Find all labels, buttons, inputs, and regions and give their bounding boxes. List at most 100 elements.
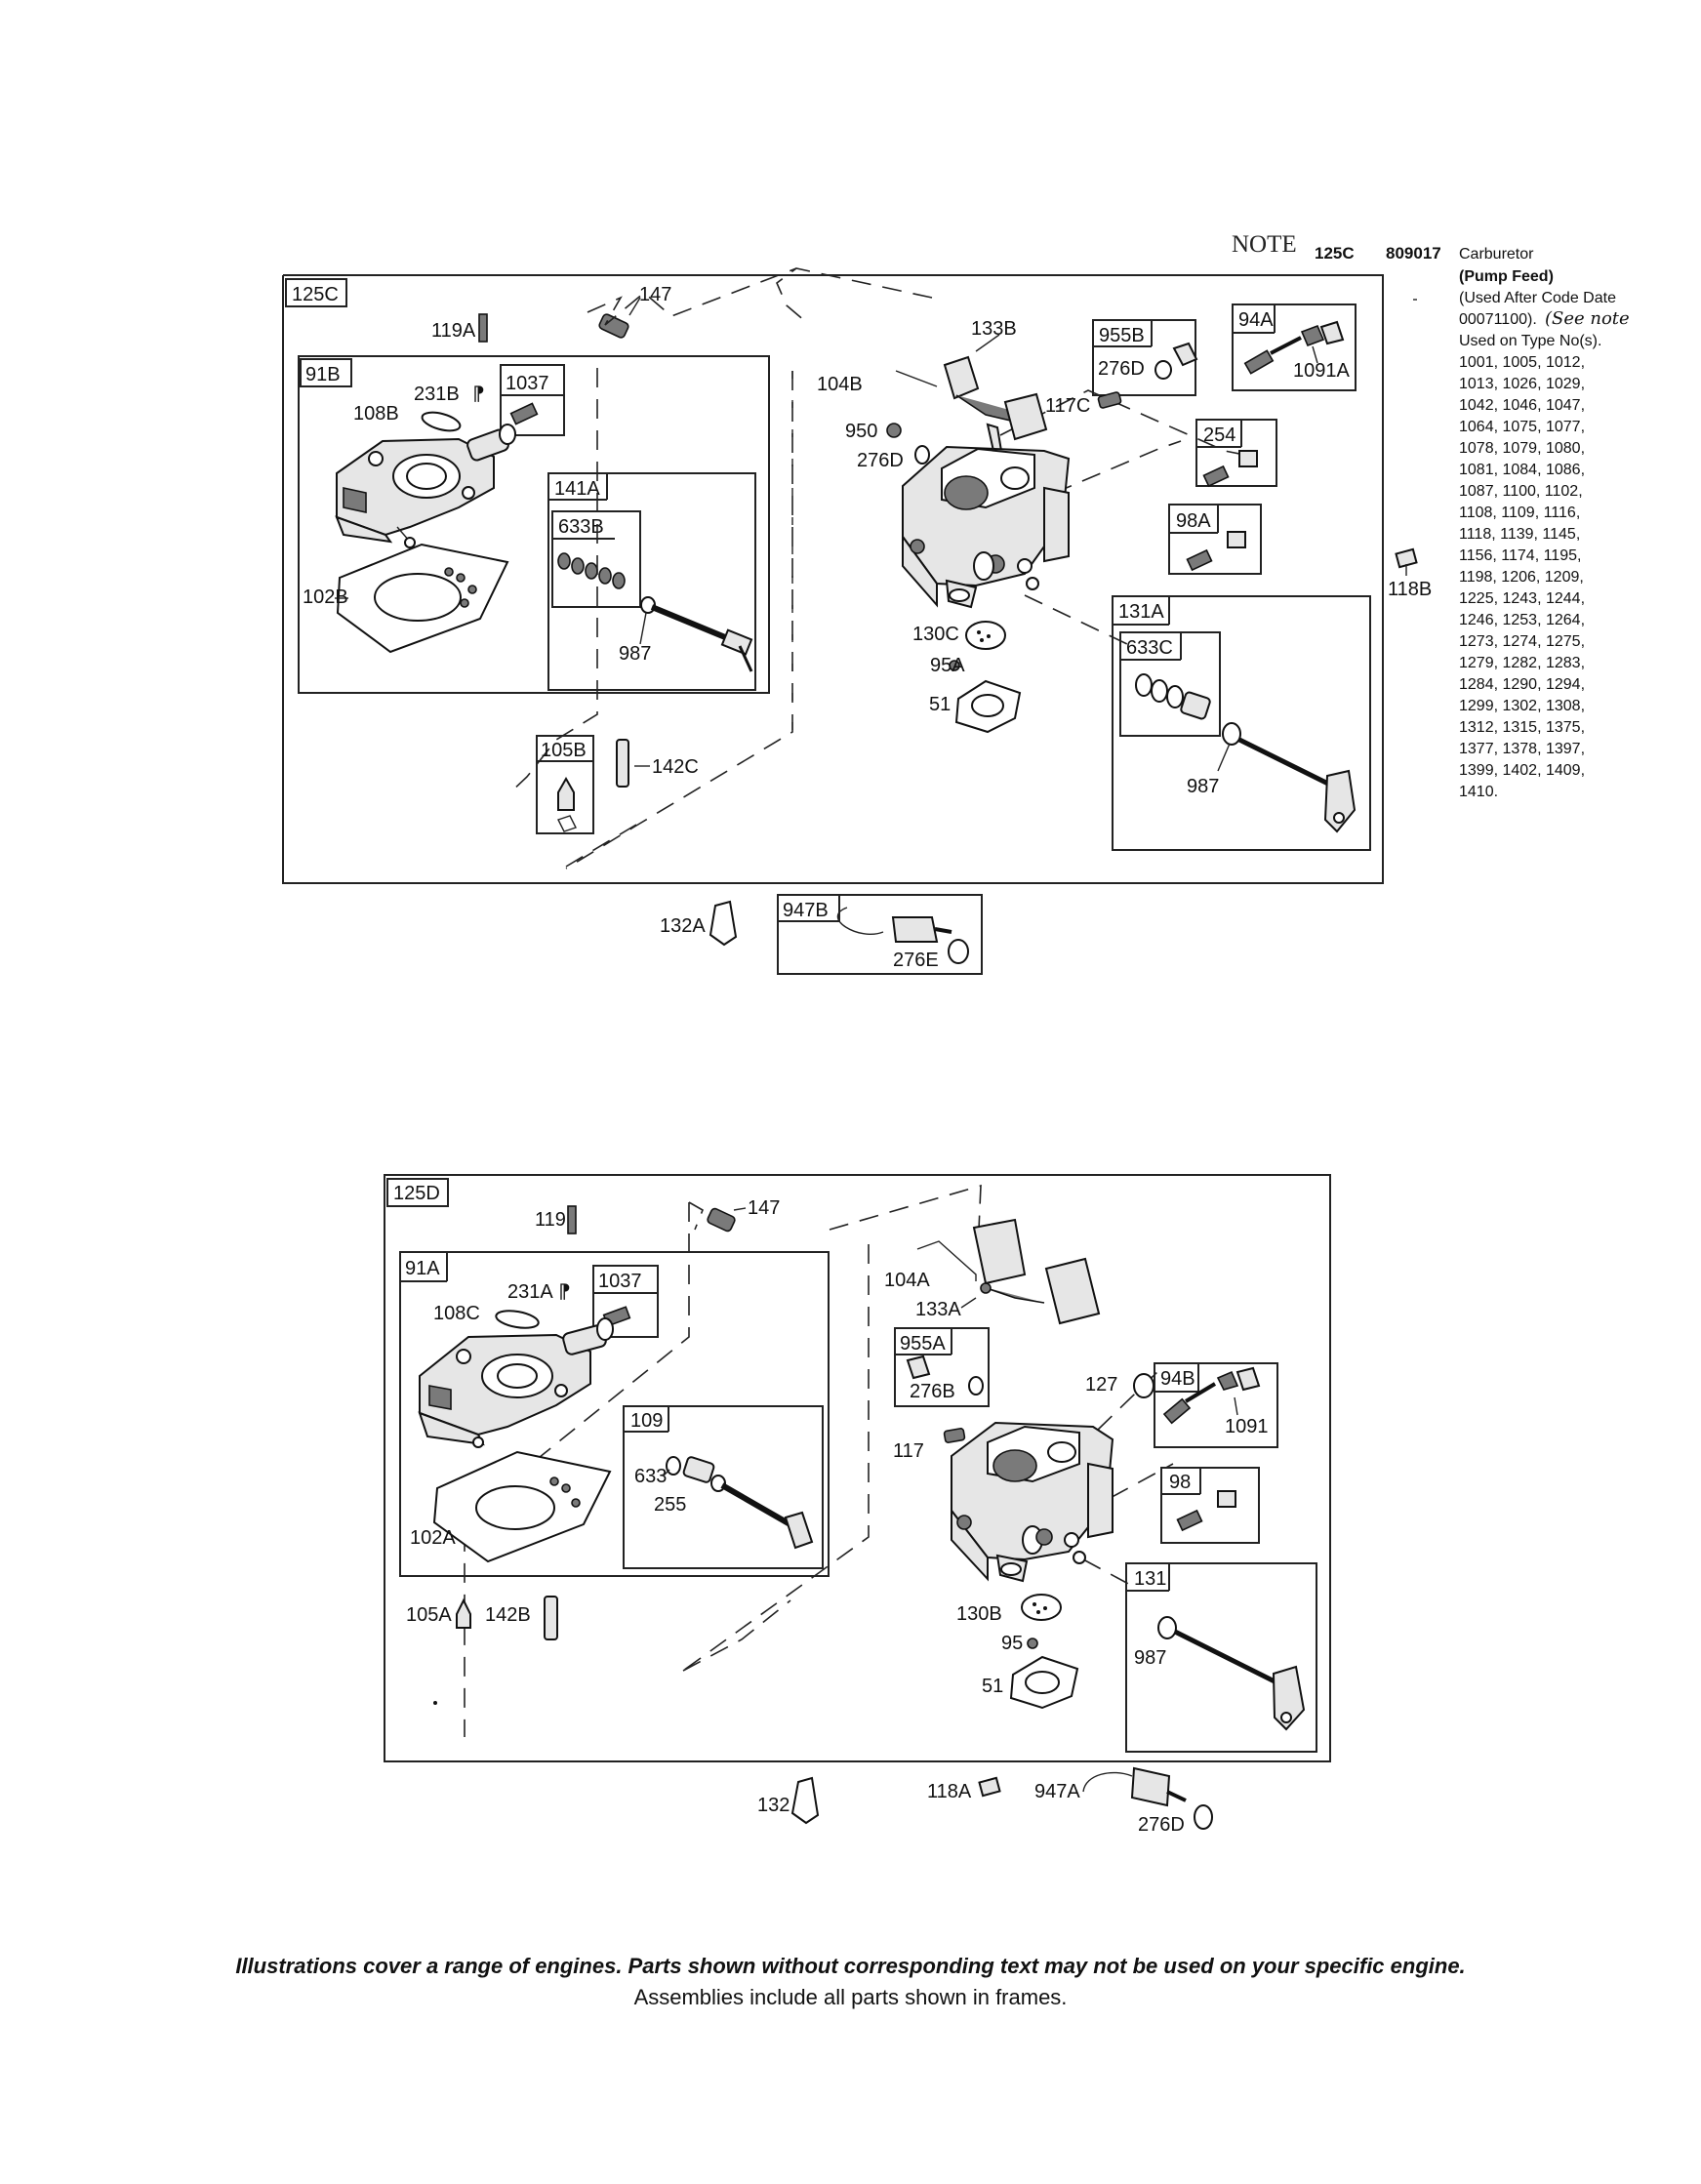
throttle-shaft-icon	[1222, 722, 1357, 833]
frame-label: 633B	[558, 516, 604, 538]
callout-118b: 118B	[1388, 579, 1432, 600]
type-number-line: 1273, 1274, 1275,	[1459, 633, 1585, 650]
callout-127: 127	[1085, 1374, 1117, 1395]
callout-104b: 104B	[817, 374, 863, 395]
bottom-carburetor-diagram: 125D 119 147 91A 1037 231A ⁋ 108C	[384, 1174, 1331, 1836]
frame-94a	[1232, 303, 1357, 391]
callout-95: 95	[1001, 1633, 1023, 1654]
washer-icon	[1194, 1804, 1213, 1830]
clip-icon	[790, 1776, 820, 1825]
screw-icon	[943, 1428, 966, 1443]
frame-94b	[1154, 1362, 1278, 1448]
frame-label: 131	[1134, 1568, 1166, 1590]
type-number-line: 1013, 1026, 1029,	[1459, 376, 1585, 392]
dashed-leader	[829, 1184, 982, 1231]
choke-lever-icon	[972, 1218, 1101, 1325]
type-number-line: 1118, 1139, 1145,	[1459, 526, 1580, 543]
frame-633c	[1119, 631, 1221, 737]
plug-icon	[598, 313, 629, 339]
spring-icon	[1186, 548, 1213, 572]
screw-icon	[1395, 547, 1418, 569]
callout-950: 950	[845, 421, 877, 442]
callout-102a: 102A	[410, 1527, 456, 1549]
spring-icon	[1027, 1638, 1038, 1649]
needle-valve-icon	[456, 1598, 471, 1629]
type-number-line: 1299, 1302, 1308,	[1459, 698, 1585, 714]
callout-105a: 105A	[406, 1604, 452, 1626]
note-line: (Pump Feed)	[1459, 268, 1554, 285]
type-number-line: 1279, 1282, 1283,	[1459, 655, 1585, 671]
callout-276b: 276B	[910, 1381, 955, 1402]
note-label: NOTE	[1232, 231, 1297, 258]
o-ring-icon	[666, 1456, 681, 1476]
note-part-number: 809017	[1386, 244, 1441, 263]
diaphragm-icon	[1021, 1594, 1062, 1621]
frame-label: 125C	[292, 284, 339, 305]
note-code-line: 00071100).	[1459, 311, 1537, 328]
note-line: Used on Type No(s).	[1459, 333, 1601, 349]
throttle-shaft-icon	[1157, 1616, 1306, 1731]
callout-276e: 276E	[893, 950, 939, 971]
screw-icon	[1217, 1490, 1236, 1508]
frame-141a	[547, 472, 756, 691]
callout-142b: 142B	[485, 1604, 531, 1626]
callout-231b: 231B	[414, 384, 460, 405]
callout-987: 987	[619, 643, 651, 665]
callout-118a: 118A	[927, 1781, 972, 1802]
note-block: NOTE 125C 809017 Carburetor (Pump Feed) …	[1232, 231, 1630, 800]
carburetor-upper-body-icon	[418, 1317, 614, 1448]
frame-1037	[500, 364, 565, 436]
dashed-leader	[1024, 440, 1182, 506]
dashed-leader	[1024, 594, 1128, 645]
parts-diagram: NOTE 125C 809017 Carburetor (Pump Feed) …	[282, 231, 1630, 1836]
dashed-leader	[587, 267, 797, 326]
dashed-leader	[565, 371, 793, 870]
type-number-line: 1410.	[1459, 784, 1498, 800]
gasket-102a-icon	[432, 1450, 612, 1563]
gasket-102b-icon	[336, 543, 509, 654]
fuel-solenoid-icon	[1082, 1766, 1187, 1807]
frame-label: 1037	[506, 373, 549, 394]
type-number-line: 1064, 1075, 1077,	[1459, 419, 1585, 435]
frame-955a	[894, 1327, 990, 1407]
callout-108b: 108B	[353, 403, 399, 425]
callout-231a: 231A	[507, 1281, 553, 1303]
spring-icon	[949, 660, 960, 671]
needle-shaft-icon	[640, 596, 753, 672]
screw-icon	[567, 1205, 577, 1234]
diaphragm-icon	[965, 621, 1006, 650]
carburetor-main-body-icon	[902, 445, 1071, 609]
frame-label: 131A	[1118, 601, 1164, 623]
callout-255: 255	[654, 1494, 686, 1516]
screw-icon	[478, 313, 488, 343]
seat-icon	[544, 1596, 558, 1640]
callout-133b: 133B	[971, 318, 1017, 340]
footer-disclaimer: Illustrations cover a range of engines. …	[235, 1954, 1466, 1978]
callout-119: 119	[535, 1209, 566, 1231]
carburetor-upper-body-icon	[335, 424, 516, 548]
nut-icon	[886, 423, 902, 438]
frame-91b	[298, 355, 770, 694]
frame-label: 109	[630, 1410, 663, 1432]
frame-131a	[1112, 595, 1371, 851]
type-number-line: 1108, 1109, 1116,	[1459, 505, 1580, 521]
top-carburetor-diagram: 125C 91B 1037 141A 633B	[282, 267, 1432, 975]
type-number-line: 1284, 1290, 1294,	[1459, 676, 1585, 693]
frame-109	[623, 1405, 824, 1569]
dashed-leader	[565, 824, 637, 868]
frame-label: 105B	[541, 740, 587, 761]
fitting-icon	[1172, 342, 1198, 367]
frame-label: 94A	[1238, 309, 1274, 331]
callout-95a: 95A	[930, 655, 965, 676]
type-number-line: 1377, 1378, 1397,	[1459, 741, 1585, 757]
callout-1091a: 1091A	[1293, 360, 1350, 382]
footer-note: Assemblies include all parts shown in fr…	[633, 1985, 1068, 2009]
needle-valve-icon	[557, 776, 575, 811]
type-number-line: 1001, 1005, 1012,	[1459, 354, 1585, 371]
callout-132: 132	[757, 1795, 790, 1816]
type-number-line: 1087, 1100, 1102,	[1459, 483, 1583, 500]
frame-tag	[300, 358, 352, 387]
spring-icon	[1202, 465, 1230, 488]
dashed-leader	[682, 1244, 870, 1672]
type-number-line: 1042, 1046, 1047,	[1459, 397, 1585, 414]
